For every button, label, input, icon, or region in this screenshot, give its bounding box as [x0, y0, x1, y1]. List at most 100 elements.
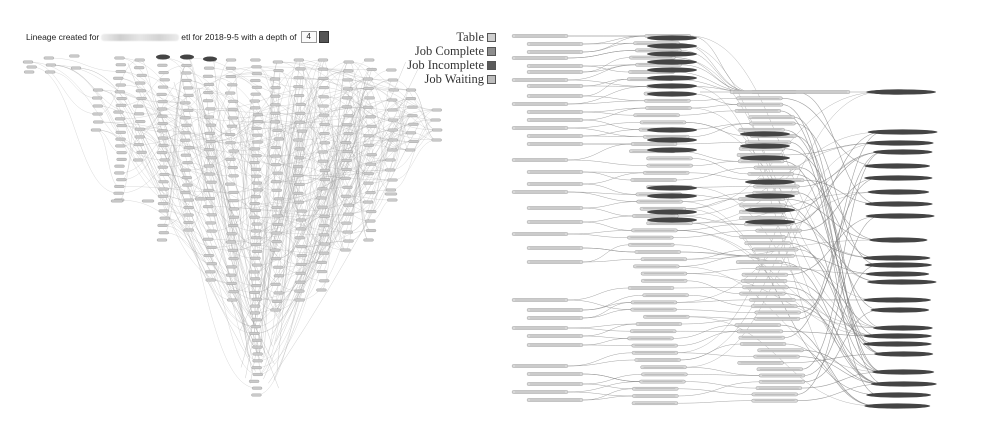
table-node[interactable] [180, 153, 192, 157]
table-node[interactable] [157, 63, 168, 67]
table-node[interactable] [92, 104, 103, 108]
table-node[interactable] [272, 214, 283, 218]
table-node[interactable] [270, 111, 281, 115]
table-node[interactable] [431, 108, 442, 112]
table-node[interactable] [366, 210, 377, 214]
table-node[interactable] [249, 215, 260, 219]
table-node[interactable] [343, 132, 354, 136]
job-node[interactable] [647, 185, 697, 191]
table-node[interactable] [249, 332, 260, 335]
job-node[interactable] [864, 262, 932, 268]
table-node[interactable] [319, 168, 330, 172]
table-node[interactable] [206, 262, 218, 266]
table-node[interactable] [181, 176, 192, 180]
table-node[interactable] [294, 289, 305, 293]
table-node[interactable] [250, 304, 261, 308]
table-node[interactable] [387, 118, 399, 122]
table-node[interactable] [366, 153, 377, 157]
table-node[interactable] [141, 199, 155, 203]
table-node[interactable] [364, 96, 375, 100]
table-node[interactable] [205, 107, 216, 111]
job-node[interactable] [203, 56, 217, 62]
table-node[interactable] [228, 199, 239, 203]
table-node[interactable] [251, 222, 262, 226]
table-node[interactable] [341, 159, 352, 162]
table-node[interactable] [202, 74, 214, 78]
table-node[interactable] [293, 85, 304, 89]
table-node[interactable] [272, 60, 284, 64]
table-node[interactable] [22, 60, 34, 64]
table-node[interactable] [227, 166, 238, 170]
table-node[interactable] [293, 76, 304, 80]
table-node[interactable] [44, 70, 56, 74]
table-node[interactable] [135, 81, 146, 85]
table-node[interactable] [296, 129, 308, 133]
table-node[interactable] [205, 123, 217, 127]
table-node[interactable] [295, 271, 306, 275]
table-node[interactable] [252, 352, 263, 356]
job-node[interactable] [864, 403, 931, 409]
table-node[interactable] [318, 224, 329, 228]
table-node[interactable] [159, 216, 170, 220]
job-node[interactable] [865, 213, 935, 219]
table-node[interactable] [115, 83, 126, 87]
table-node[interactable] [407, 105, 418, 109]
table-node[interactable] [387, 138, 399, 142]
table-node[interactable] [431, 138, 442, 142]
job-node[interactable] [872, 369, 935, 375]
table-node[interactable] [432, 128, 443, 132]
table-node[interactable] [251, 386, 263, 390]
table-node[interactable] [202, 237, 214, 241]
table-node[interactable] [319, 122, 330, 126]
table-node[interactable] [157, 122, 168, 125]
table-node[interactable] [180, 168, 191, 172]
table-node[interactable] [250, 277, 261, 281]
table-node[interactable] [296, 209, 307, 213]
table-node[interactable] [317, 187, 328, 191]
table-node[interactable] [342, 230, 353, 234]
table-node[interactable] [318, 76, 329, 80]
table-node[interactable] [342, 150, 353, 153]
table-node[interactable] [341, 167, 352, 171]
table-node[interactable] [225, 91, 236, 95]
table-node[interactable] [158, 187, 169, 191]
table-node[interactable] [114, 90, 126, 94]
table-node[interactable] [205, 140, 216, 143]
job-node[interactable] [647, 209, 697, 215]
table-node[interactable] [206, 229, 217, 233]
job-node[interactable] [745, 207, 795, 213]
table-node[interactable] [271, 240, 282, 244]
job-node[interactable] [156, 54, 170, 60]
table-node[interactable] [225, 273, 237, 277]
table-node[interactable] [293, 58, 304, 62]
job-node[interactable] [647, 147, 697, 153]
table-node[interactable] [251, 85, 263, 89]
table-node[interactable] [273, 137, 284, 141]
job-node[interactable] [647, 91, 697, 97]
table-node[interactable] [405, 88, 417, 92]
table-node[interactable] [157, 165, 168, 169]
table-node[interactable] [405, 148, 416, 152]
table-node[interactable] [273, 265, 284, 269]
table-node[interactable] [387, 98, 398, 102]
table-node[interactable] [363, 143, 374, 147]
table-node[interactable] [316, 270, 328, 274]
table-node[interactable] [157, 100, 168, 104]
table-node[interactable] [251, 72, 263, 76]
table-node[interactable] [157, 202, 169, 206]
table-node[interactable] [317, 150, 328, 154]
table-node[interactable] [249, 290, 260, 294]
table-node[interactable] [250, 243, 262, 247]
table-node[interactable] [194, 197, 208, 201]
table-node[interactable] [294, 236, 305, 240]
table-node[interactable] [270, 180, 282, 184]
depth-input[interactable]: 4 [300, 31, 317, 43]
table-node[interactable] [203, 254, 214, 258]
job-node[interactable] [647, 217, 697, 223]
table-node[interactable] [183, 86, 194, 90]
job-node[interactable] [740, 155, 790, 161]
table-node[interactable] [318, 104, 329, 108]
table-node[interactable] [272, 223, 284, 226]
table-node[interactable] [252, 188, 263, 192]
table-node[interactable] [159, 158, 170, 162]
